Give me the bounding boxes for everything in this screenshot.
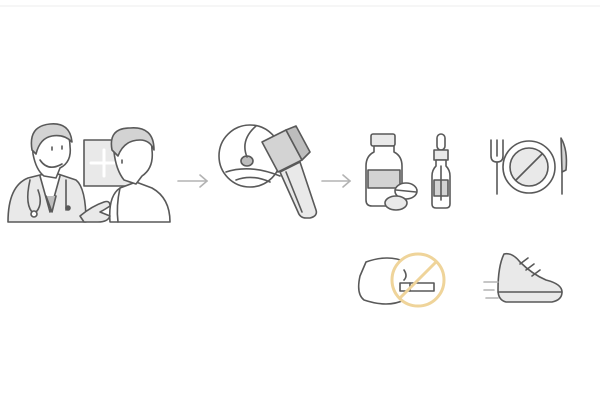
fork-icon bbox=[490, 139, 504, 195]
gesturing-hand bbox=[79, 200, 111, 223]
doctor-patient-consultation-icon bbox=[7, 123, 171, 223]
arrow-icon bbox=[177, 174, 209, 188]
patient-figure bbox=[108, 127, 171, 223]
chart-cross bbox=[89, 148, 119, 178]
dermatoscope-instrument bbox=[261, 125, 318, 219]
dermatoscope-exam-icon bbox=[218, 124, 318, 219]
medication-bottle-icon bbox=[365, 133, 418, 211]
bottle-label bbox=[367, 169, 401, 189]
running-shoe-icon bbox=[483, 252, 563, 303]
diet-plate-icon bbox=[490, 137, 568, 195]
dropper-bottle-icon bbox=[431, 133, 451, 209]
knife-icon bbox=[560, 137, 568, 195]
arrow-icon bbox=[321, 174, 352, 188]
motion-lines bbox=[483, 281, 499, 299]
prohibition-slash bbox=[398, 260, 438, 300]
no-smoking-icon bbox=[357, 252, 446, 308]
doctor-figure bbox=[7, 123, 87, 223]
pills bbox=[384, 182, 418, 211]
